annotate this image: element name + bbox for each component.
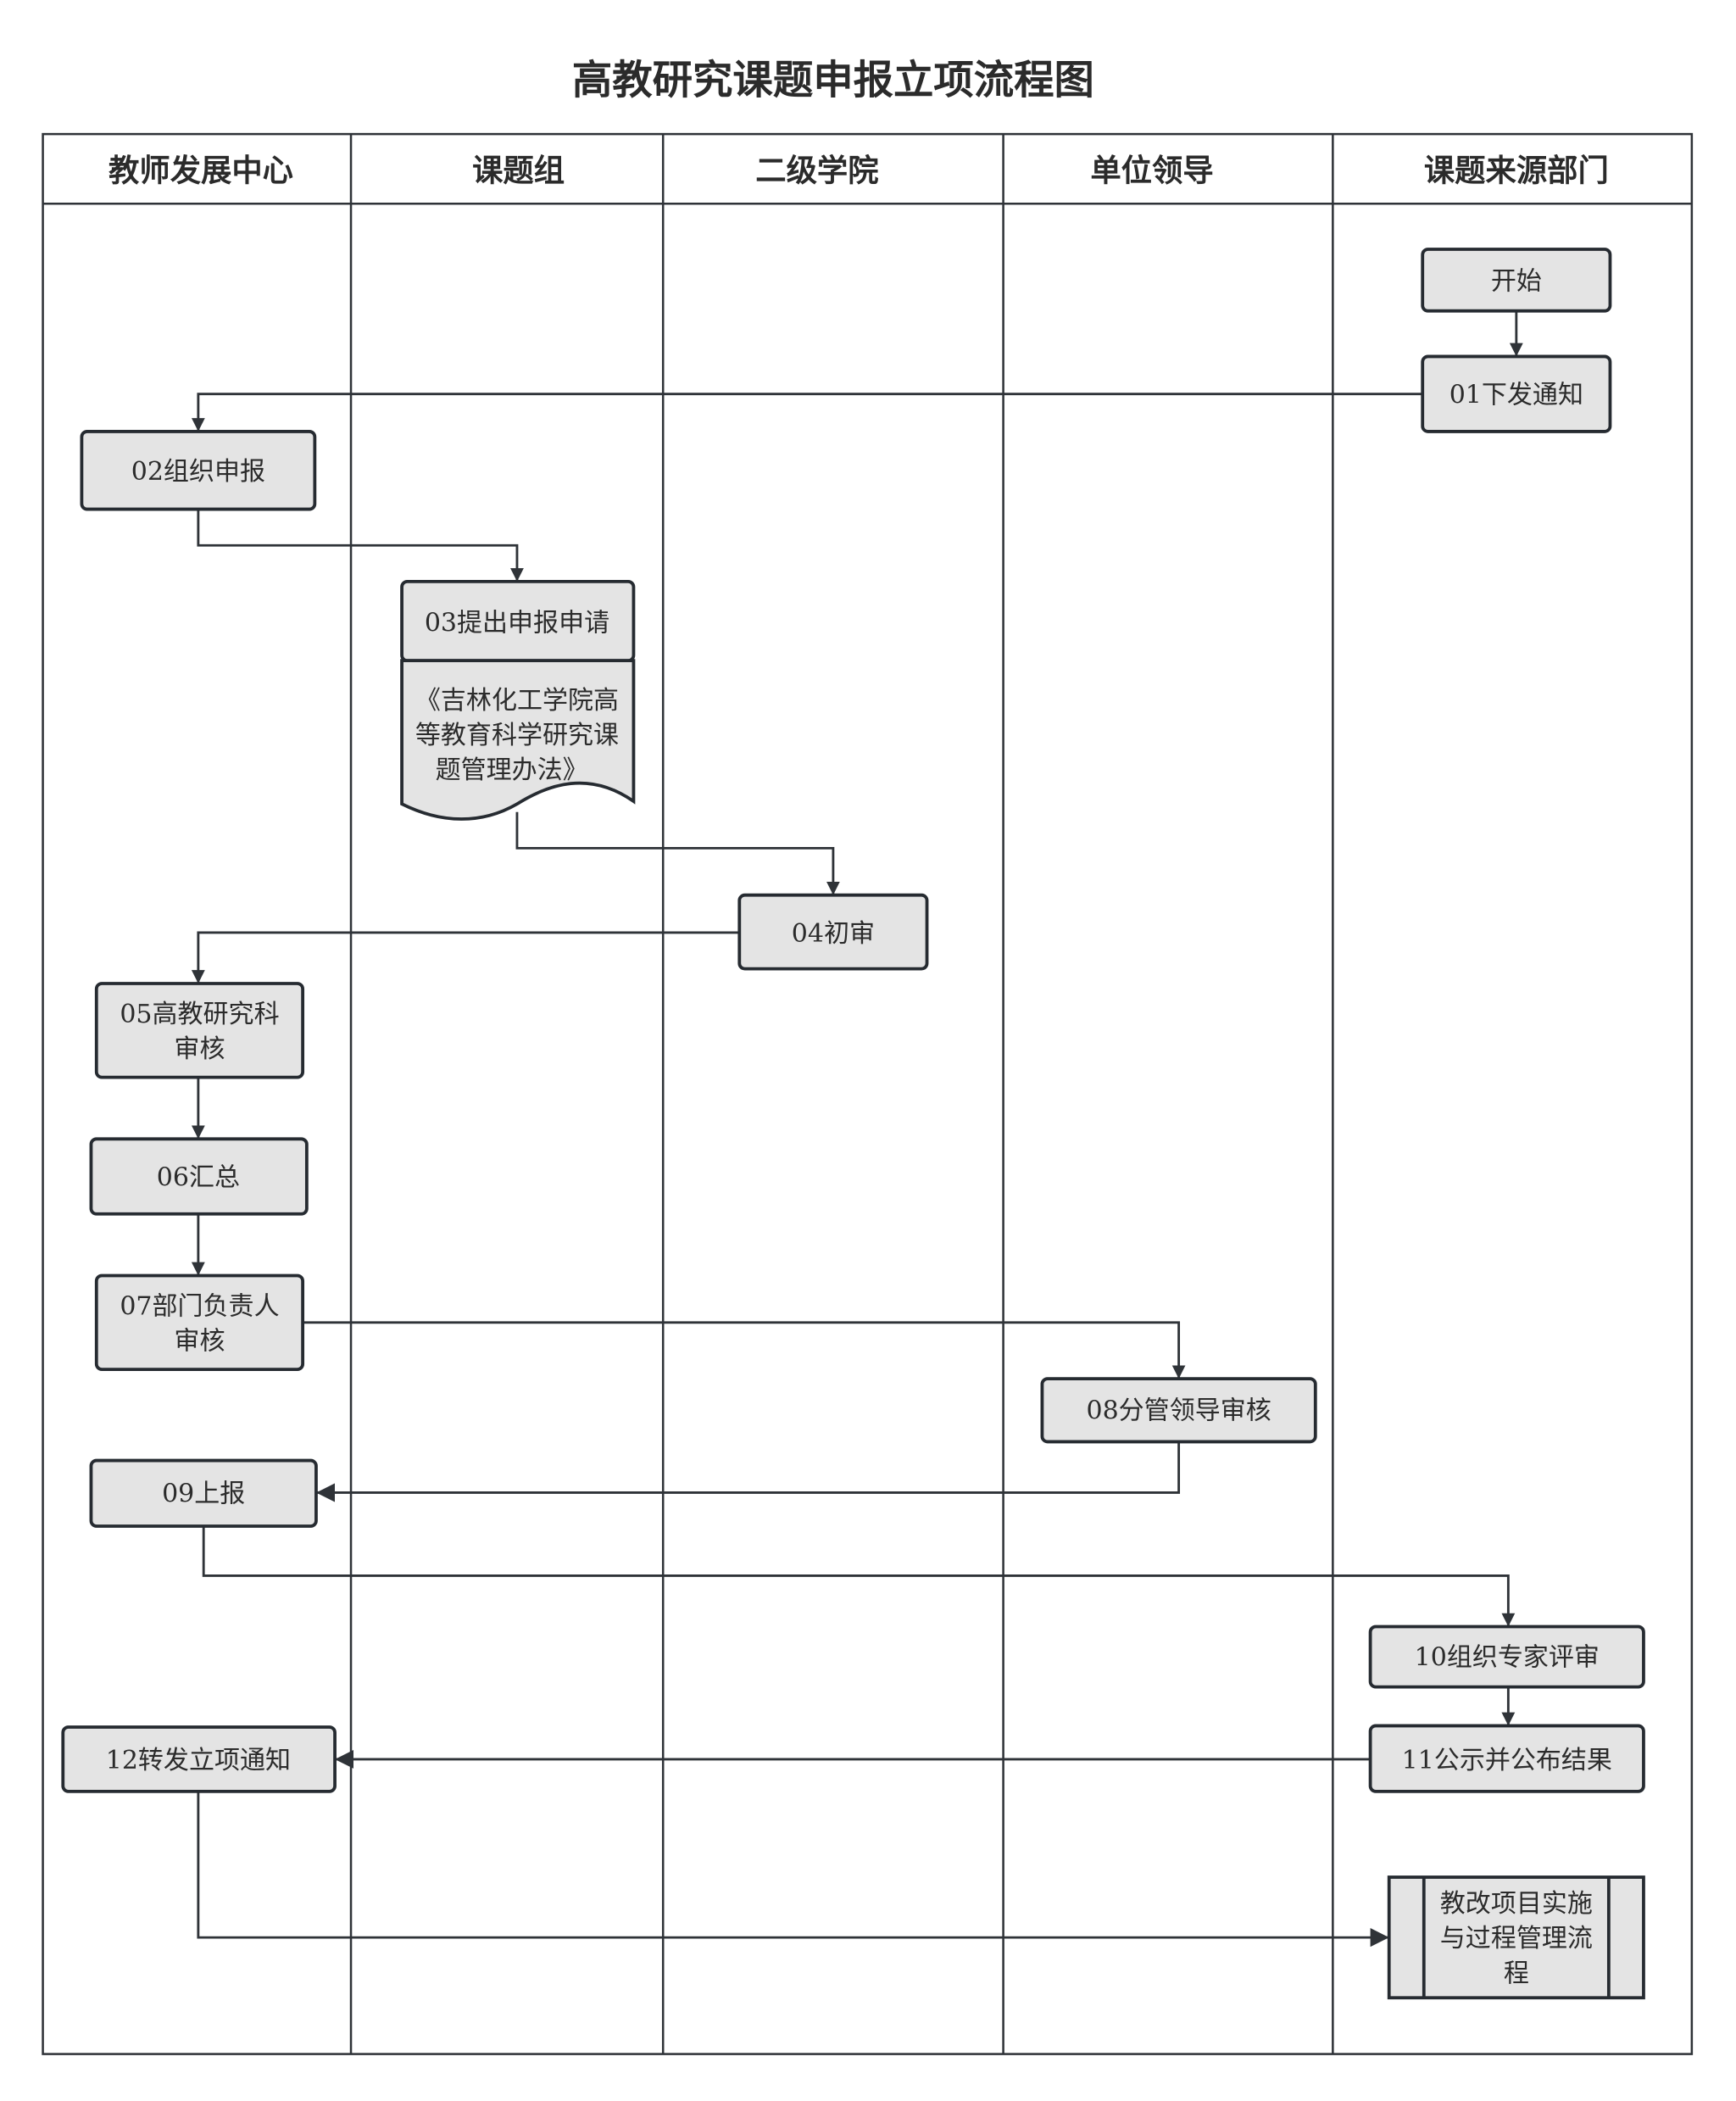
subprocess-line: 教改项目实施: [1440, 1889, 1593, 1919]
doc-line: 题管理办法》: [436, 755, 588, 785]
subprocess-node[interactable]: 教改项目实施 与过程管理流 程: [1387, 1875, 1645, 2000]
node-04[interactable]: 04初审: [737, 893, 929, 971]
edge-07-08: [303, 1321, 1186, 1379]
node-start[interactable]: 开始: [1421, 248, 1612, 313]
node-label: 02组织申报: [131, 457, 265, 487]
node-06[interactable]: 06汇总: [89, 1137, 309, 1216]
node-01[interactable]: 01下发通知: [1421, 354, 1612, 433]
node-10[interactable]: 10组织专家评审: [1368, 1625, 1645, 1689]
edge-09-10: [202, 1525, 1516, 1627]
node-07[interactable]: 07部门负责人 审核: [94, 1273, 305, 1371]
doc-line: 《吉林化工学院高: [415, 686, 619, 716]
edge-02-03: [197, 509, 524, 582]
edge-03-04: [515, 811, 840, 895]
edge-08-09: [315, 1441, 1181, 1502]
node-09[interactable]: 09上报: [89, 1458, 318, 1528]
connectors: [191, 310, 1523, 1948]
node-label: 审核: [174, 1034, 225, 1064]
node-02[interactable]: 02组织申报: [80, 430, 317, 511]
node-label: 04初审: [792, 919, 875, 949]
node-03[interactable]: 03提出申报申请: [400, 580, 636, 663]
edge-01-02: [191, 393, 1423, 432]
node-label: 12转发立项通知: [106, 1746, 291, 1775]
node-label: 11公示并公布结果: [1402, 1746, 1612, 1775]
lane-header-college: 二级学院: [755, 152, 878, 188]
lane-header-source-dept: 课题来源部门: [1424, 152, 1609, 188]
subprocess-line: 程: [1504, 1959, 1529, 1988]
subprocess-line: 与过程管理流: [1440, 1924, 1593, 1953]
edge-04-05: [191, 931, 740, 984]
doc-line: 等教育科学研究课: [415, 721, 619, 750]
node-label: 06汇总: [157, 1163, 240, 1193]
node-label: 审核: [174, 1326, 225, 1356]
node-label: 开始: [1491, 266, 1542, 296]
node-label: 10组织专家评审: [1415, 1642, 1600, 1672]
lane-header-project-group: 课题组: [472, 152, 565, 188]
node-05[interactable]: 05高教研究科 审核: [94, 982, 305, 1079]
document-node[interactable]: 《吉林化工学院高 等教育科学研究课 题管理办法》: [400, 659, 636, 821]
node-12[interactable]: 12转发立项通知: [61, 1725, 337, 1793]
node-label: 08分管领导审核: [1086, 1396, 1271, 1426]
node-08[interactable]: 08分管领导审核: [1040, 1377, 1317, 1444]
edge-12-sub: [197, 1791, 1389, 1948]
node-label: 05高教研究科: [120, 1000, 279, 1029]
node-label: 03提出申报申请: [425, 608, 609, 638]
diagram-title: 高教研究课题申报立项流程图: [572, 58, 1094, 104]
node-label: 01下发通知: [1449, 381, 1583, 410]
node-11[interactable]: 11公示并公布结果: [1368, 1724, 1645, 1793]
node-label: 09上报: [162, 1480, 245, 1509]
swimlane-table: [42, 132, 1694, 2055]
node-label: 07部门负责人: [120, 1291, 279, 1321]
lane-header-teacher-center: 教师发展中心: [108, 152, 293, 188]
lane-header-leadership: 单位领导: [1090, 152, 1213, 188]
